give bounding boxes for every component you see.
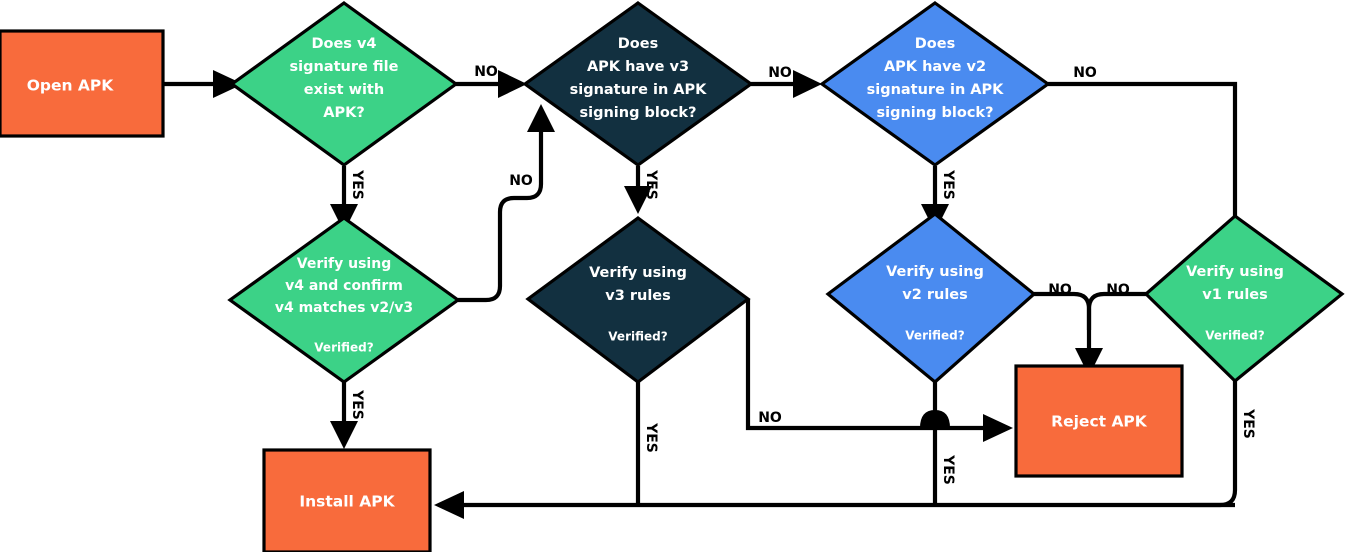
connectors-layer [163,70,1238,519]
node-verify-v4-line-2: v4 and confirm [285,278,403,294]
edge-verify-v3-no-to-reject-apk [745,299,905,431]
edge-label-verify-v2-yes: YES [940,454,956,485]
node-verify-v2-verified: Verified? [905,329,964,343]
edge-verify-v4-no-to-v3-exists [458,104,555,303]
node-verify-v1-line-2: v1 rules [1202,287,1268,303]
node-reject-apk[interactable]: Reject APK [1014,364,1184,478]
node-v4-exists-line-3: exist with [304,82,384,98]
node-open-apk[interactable]: Open APK [0,29,165,138]
node-verify-v1-line-1: Verify using [1186,264,1284,280]
node-v3-exists-line-4: signing block? [580,105,697,121]
node-v2-exists-line-3: signature in APK [867,82,1005,98]
node-v3-exists-line-3: signature in APK [570,82,708,98]
node-v4-exists-line-4: APK? [323,105,365,121]
node-v2-exists[interactable]: Does APK have v2 signature in APK signin… [819,1,1051,167]
edge-label-verify-v4-yes: YES [349,389,365,420]
edge-verify-v2-no-to-reject-apk [1034,291,1103,376]
edge-label-verify-v4-no: NO [509,173,533,189]
node-verify-v4-line-3: v4 matches v2/v3 [275,300,413,316]
node-verify-v3-verified: Verified? [608,330,667,344]
edge-label-verify-v1-no: NO [1106,282,1130,298]
edge-label-verify-v1-yes: YES [1240,408,1256,439]
node-verify-v3-line-2: v3 rules [605,288,671,304]
node-v4-exists-line-1: Does v4 [311,36,376,52]
edge-label-v3-exists-yes: YES [643,169,659,200]
edge-label-v4-exists-yes: YES [349,169,365,200]
edge-label-verify-v2-no: NO [1048,282,1072,298]
node-verify-v2-line-1: Verify using [886,264,984,280]
node-verify-v1-verified: Verified? [1205,329,1264,343]
node-verify-v2-line-2: v2 rules [902,287,968,303]
node-install-apk-label: Install APK [299,493,395,511]
edge-verify-v4-yes-to-install-apk [330,382,358,449]
edge-v3-exists-no-to-v2-exists [751,70,822,98]
edge-v3-exists-yes-to-verify-v3 [624,166,652,214]
edge-label-v3-exists-no: NO [768,65,792,81]
node-install-apk[interactable]: Install APK [262,448,432,552]
node-v3-exists-line-1: Does [618,36,658,52]
node-open-apk-label: Open APK [27,77,115,95]
node-verify-v2[interactable]: Verify using v2 rules Verified? [825,211,1037,385]
edge-verify-v1-yes-to-install-apk [1190,381,1238,508]
node-v3-exists[interactable]: Does APK have v3 signature in APK signin… [522,1,754,167]
node-v2-exists-line-2: APK have v2 [884,59,986,75]
edge-v2-exists-no-to-verify-v1 [1048,81,1238,216]
edge-v4-exists-no-to-v3-exists [456,70,527,98]
node-v4-exists-line-2: signature file [290,59,399,75]
node-verify-v4-line-1: Verify using [297,256,391,272]
edge-bottom-bus-to-install-apk [434,491,1235,519]
node-verify-v3[interactable]: Verify using v3 rules Verified? [525,216,751,385]
node-v2-exists-line-4: signing block? [877,105,994,121]
line-crossing-hop-icon [920,410,950,428]
node-reject-apk-label: Reject APK [1051,413,1148,431]
edge-label-v2-exists-no: NO [1073,65,1097,81]
edge-label-verify-v3-yes: YES [643,422,659,453]
edge-verify-v1-no-to-reject-apk [1086,291,1146,330]
node-verify-v1[interactable]: Verify using v1 rules Verified? [1143,213,1345,384]
edge-label-v2-exists-yes: YES [940,169,956,200]
node-verify-v4[interactable]: Verify using v4 and confirm v4 matches v… [227,216,461,384]
edge-labels-layer: NO YES NO YES NO YES NO YES NO YES NO YE… [349,64,1256,485]
node-v2-exists-line-1: Does [915,36,955,52]
edge-label-v4-exists-no: NO [474,64,498,80]
node-verify-v4-verified: Verified? [314,341,373,355]
edge-label-verify-v3-no: NO [758,410,782,426]
node-verify-v3-line-1: Verify using [589,265,687,281]
node-v3-exists-line-2: APK have v3 [587,59,689,75]
edge-bus-to-reject-apk [905,410,1013,442]
edge-open-apk-to-v4-exists [163,70,243,98]
node-v4-exists[interactable]: Does v4 signature file exist with APK? [229,1,459,167]
